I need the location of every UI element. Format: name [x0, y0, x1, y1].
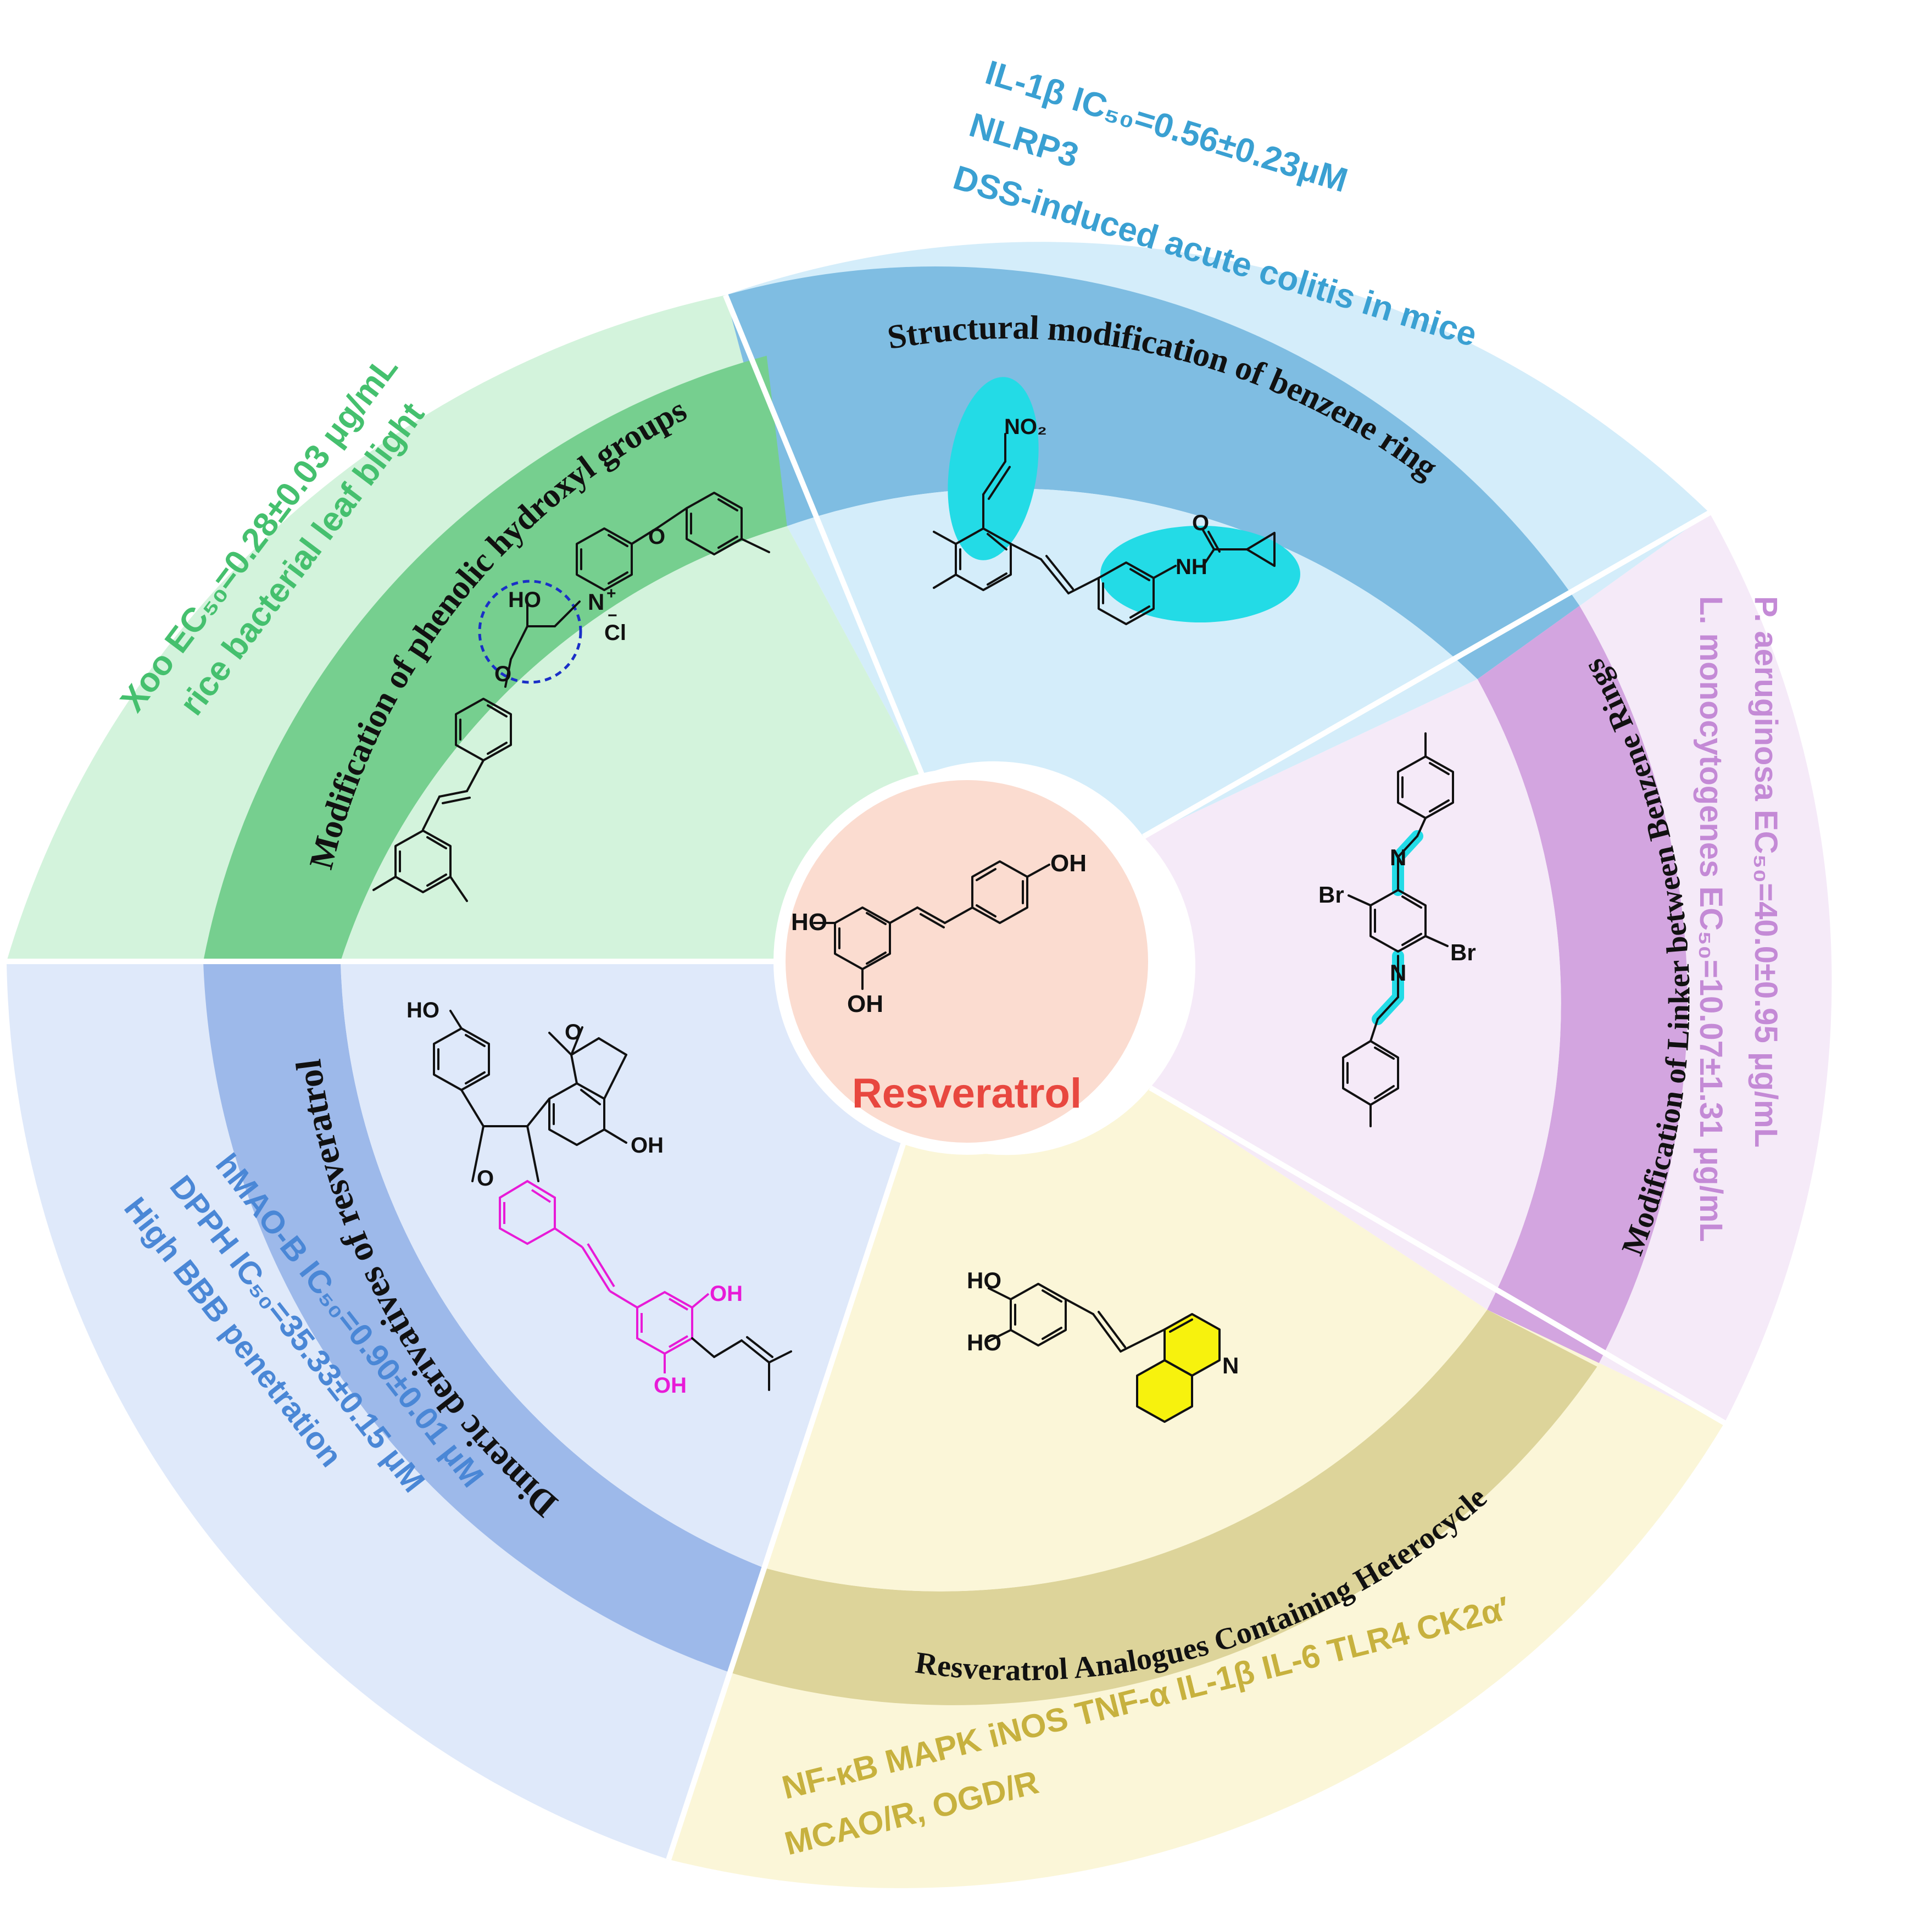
- heterocycle-atom-ho-top: HO: [967, 1267, 1001, 1293]
- phenolic-highlight-circle: [478, 580, 582, 684]
- heterocycle-atom-ho-bottom: HO: [967, 1329, 1001, 1355]
- benzene-atom-nh: NH: [1176, 555, 1207, 579]
- phenolic-atom-n: N: [588, 589, 604, 615]
- benzene-outer-line-2: NLRP3: [965, 106, 1083, 175]
- benzene-band: [725, 266, 1580, 680]
- linker-outer-line-1: L. monocytogenes EC₅₀=10.07±1.31 μg/mL: [1693, 596, 1729, 1242]
- sector-dividers: [7, 294, 1726, 1861]
- linker-structure: Br Br N N: [1318, 732, 1476, 1127]
- center-atom-ho: HO: [791, 909, 827, 936]
- phenolic-atom-o-ether: O: [494, 662, 511, 686]
- dimeric-inner: [341, 961, 909, 1567]
- benzene-highlight-nitrovinyl: [948, 377, 1039, 560]
- benzene-atom-o: O: [1192, 511, 1209, 535]
- heterocycle-band: [731, 1310, 1597, 1705]
- heterocycle-structure: HO HO N: [967, 1267, 1239, 1423]
- heterocycle-inner: [762, 1087, 1488, 1592]
- dimeric-structure: HO OH OH OH O O: [407, 998, 792, 1398]
- heterocycle-highlight-benzo: [1137, 1360, 1192, 1422]
- linker-outer-line-2: P. aeruginosa EC₅₀=40.0±0.95 μg/mL: [1748, 596, 1784, 1148]
- dimeric-atom-o-chroman: O: [565, 1020, 582, 1044]
- sector-backgrounds: [7, 242, 1832, 1888]
- dimeric-atom-ho: HO: [407, 998, 439, 1022]
- heterocycle-atom-n: N: [1222, 1353, 1239, 1378]
- dimeric-atom-o-furan: O: [477, 1166, 494, 1190]
- benzene-highlight-amide: [1100, 526, 1300, 622]
- linker-atom-br-right: Br: [1450, 939, 1476, 965]
- resveratrol-structure: HO OH OH: [791, 850, 1087, 1017]
- linker-atom-n-bottom: N: [1390, 960, 1406, 986]
- phenolic-atom-plus: +: [606, 585, 616, 603]
- benzene-structure: NO₂ O NH: [933, 377, 1300, 625]
- phenolic-atom-ho: HO: [508, 588, 541, 612]
- dimeric-band: [203, 961, 763, 1673]
- dimeric-atom-oh: OH: [631, 1133, 664, 1158]
- linker-outer-text: L. monocytogenes EC₅₀=10.07±1.31 μg/mL P…: [1693, 596, 1784, 1242]
- phenolic-structure: N + Cl − HO O O: [372, 492, 770, 902]
- linker-band: [1477, 605, 1688, 1367]
- phenolic-band: [203, 355, 787, 961]
- dimeric-atom-oh-magenta-top: OH: [710, 1282, 743, 1306]
- linker-atom-n-top: N: [1390, 844, 1406, 870]
- center-atom-oh-top: OH: [1050, 850, 1087, 877]
- linker-atom-br-left: Br: [1318, 882, 1344, 908]
- heterocycle-highlight-pyridine: [1165, 1314, 1220, 1376]
- phenolic-atom-cl: Cl: [604, 621, 626, 645]
- center-core: HO OH OH Resveratrol: [773, 768, 1160, 1155]
- phenolic-inner: [341, 526, 922, 961]
- phenolic-atom-minus: −: [608, 607, 617, 625]
- benzene-atom-no2: NO₂: [1004, 415, 1047, 439]
- phenolic-atom-o-benzyl: O: [648, 525, 665, 549]
- benzene-inner: [787, 488, 1478, 837]
- dimeric-atom-oh-magenta-bottom: OH: [654, 1373, 687, 1398]
- center-circle: [786, 780, 1148, 1143]
- linker-inner: [1143, 679, 1561, 1310]
- center-title: Resveratrol: [852, 1070, 1082, 1117]
- center-atom-oh-bottom: OH: [847, 991, 883, 1017]
